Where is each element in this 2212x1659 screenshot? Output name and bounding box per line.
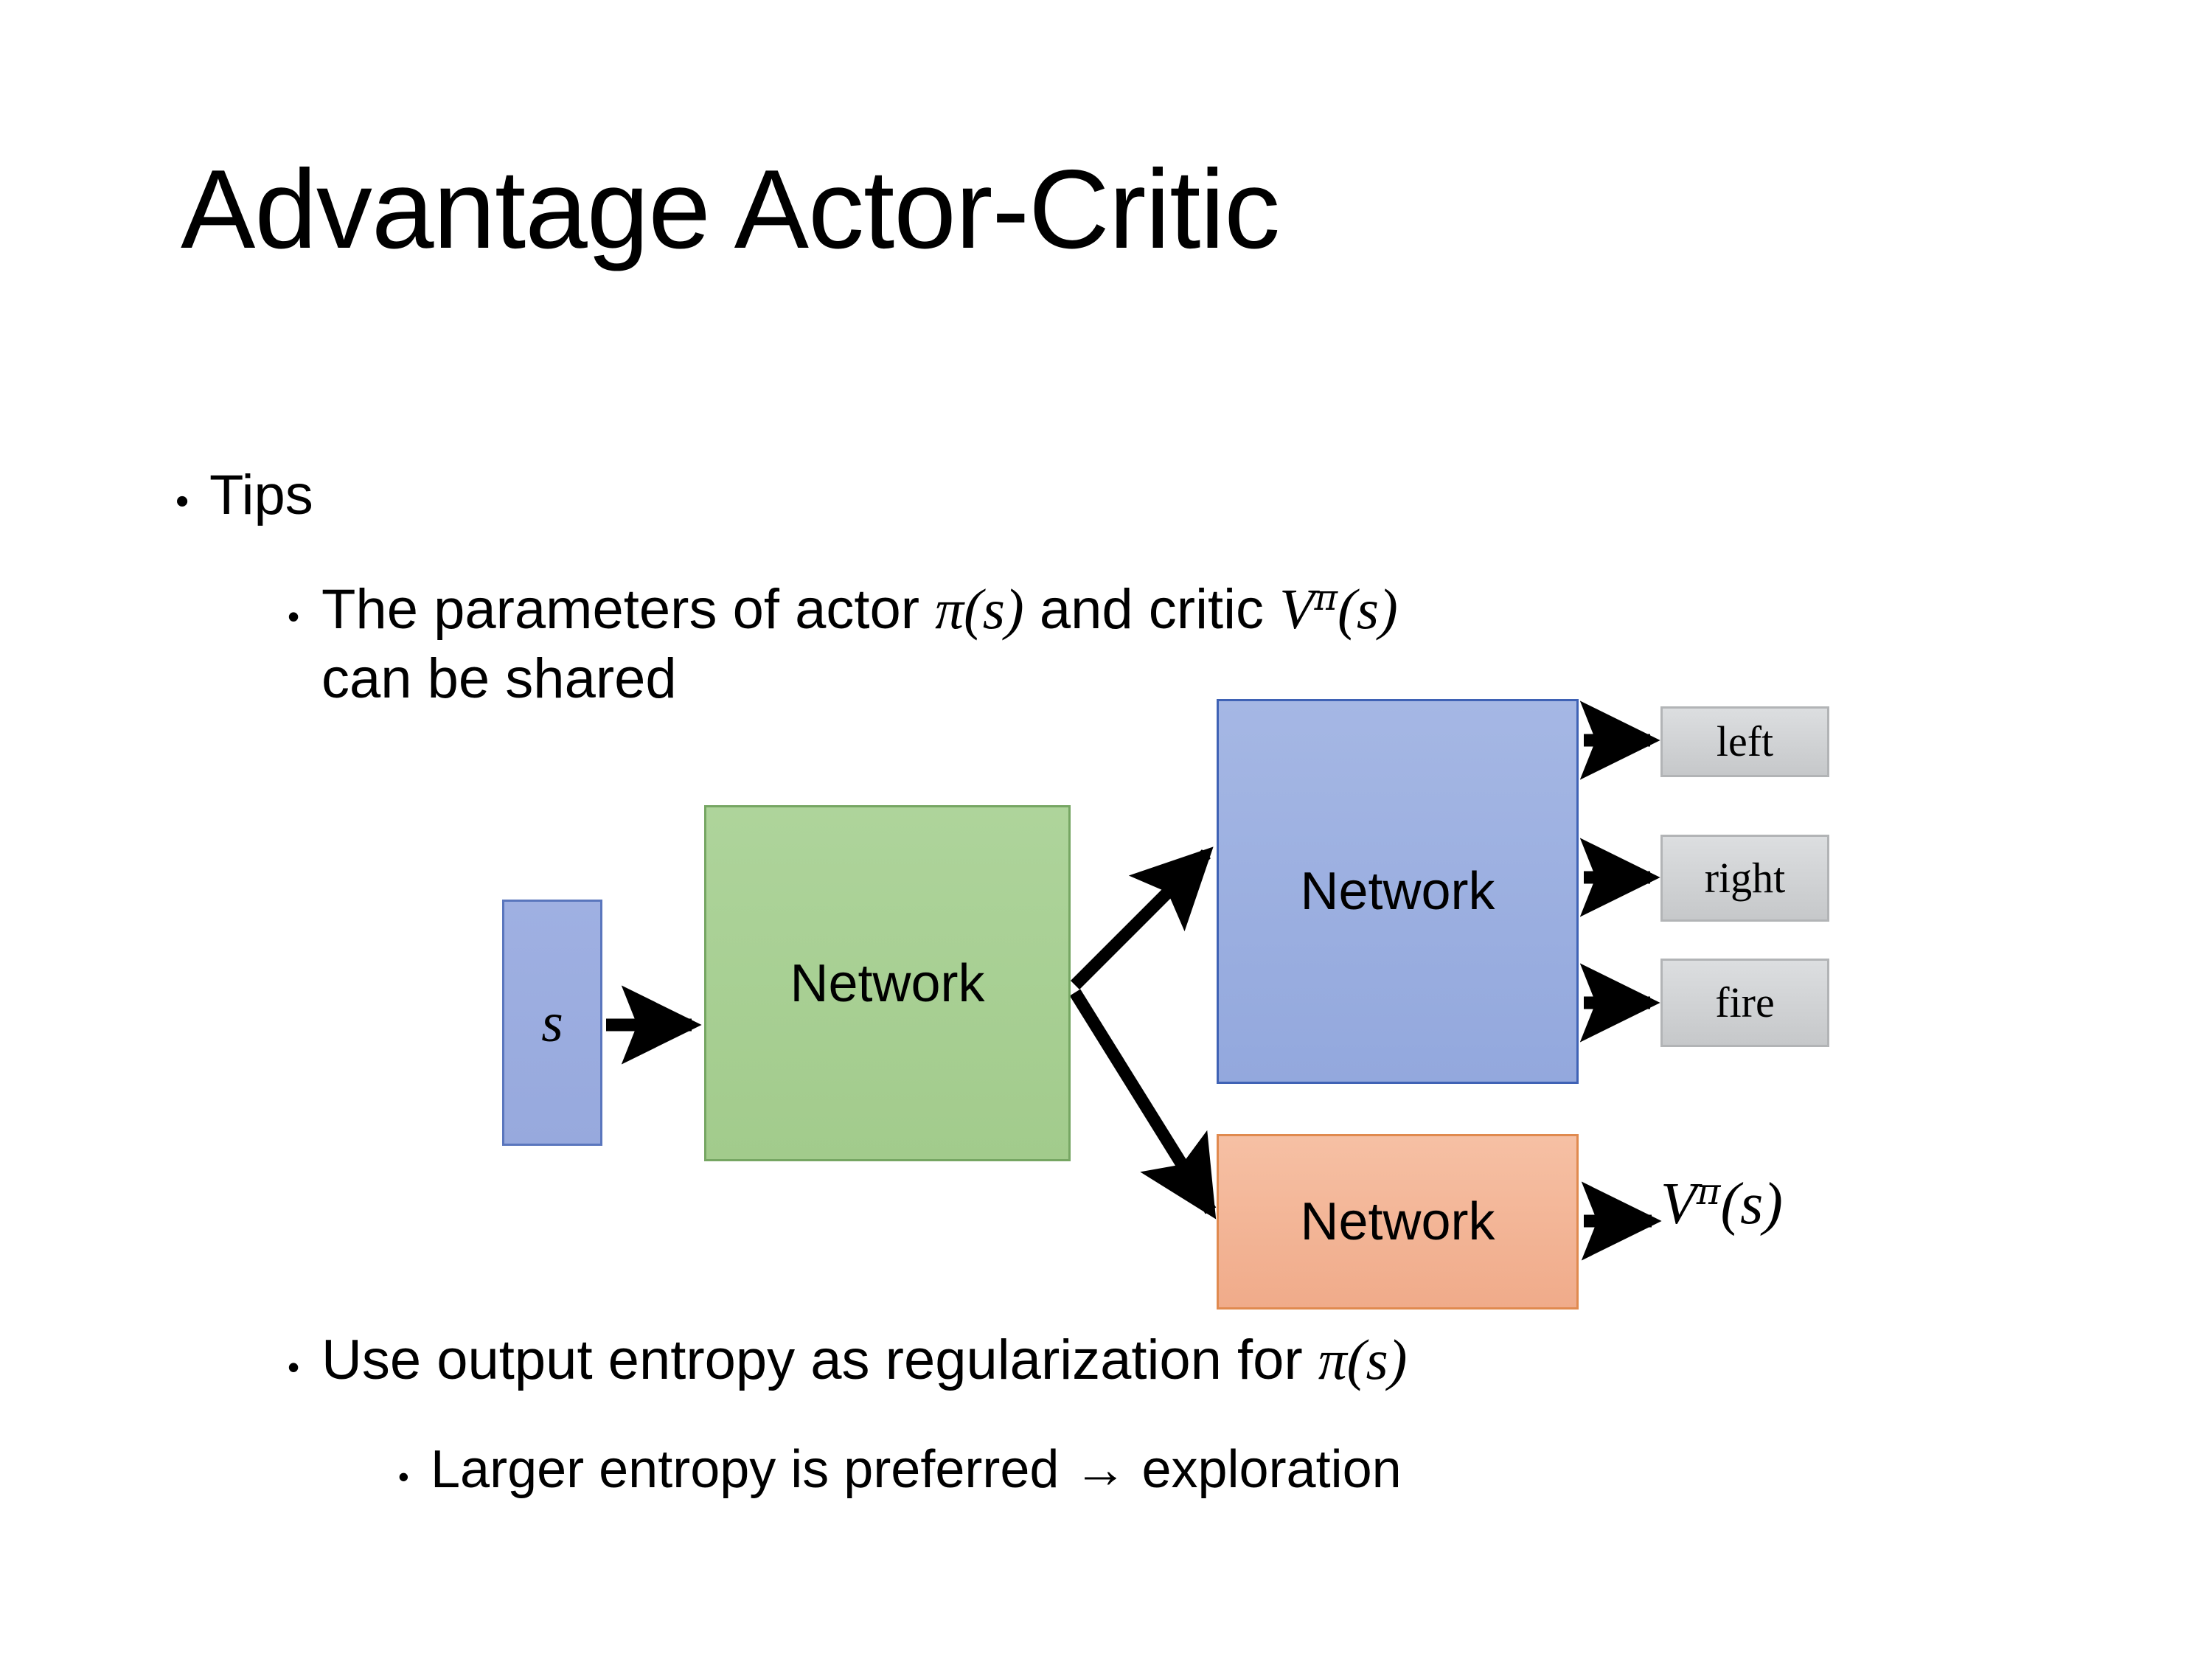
critic-v-symbol: Vπ(s): [1279, 577, 1398, 641]
critic-network-box[interactable]: Network: [1217, 1134, 1579, 1310]
action-output-right[interactable]: right: [1660, 835, 1829, 922]
bullet-larger-entropy: • Larger entropy is preferred → explorat…: [398, 1439, 1402, 1500]
bullet-tips-label: Tips: [209, 464, 313, 526]
policy-pi-symbol: π(s): [1318, 1328, 1408, 1391]
action-output-label: right: [1704, 854, 1786, 902]
bullet-marker: •: [175, 480, 189, 523]
bullet-marker: •: [398, 1459, 409, 1494]
bullet-larger-entropy-label: Larger entropy is preferred → exploratio…: [431, 1440, 1402, 1499]
params-prefix-text: The parameters of actor: [321, 578, 936, 641]
actor-network-label: Network: [1300, 862, 1495, 921]
bullet-tips: • Tips: [175, 463, 313, 527]
state-input-label: s: [541, 992, 563, 1054]
bullet-entropy-label: Use output entropy as regularization for…: [321, 1327, 1407, 1393]
actor-network-box[interactable]: Network: [1217, 699, 1579, 1084]
value-output-superscript: π: [1696, 1170, 1721, 1213]
value-output-base: V: [1660, 1171, 1697, 1237]
page-title: Advantage Actor-Critic: [181, 147, 1280, 272]
action-output-label: left: [1716, 717, 1774, 765]
entropy-prefix-text: Use output entropy as regularization for: [321, 1329, 1318, 1391]
critic-network-label: Network: [1300, 1192, 1495, 1251]
bullet-shared-parameters-label: The parameters of actor π(s) and critic …: [321, 574, 1398, 714]
critic-v-base: V: [1279, 577, 1315, 641]
critic-v-superscript: π: [1314, 577, 1338, 619]
shared-network-box[interactable]: Network: [704, 805, 1071, 1161]
value-function-output: Vπ(s): [1660, 1171, 1783, 1237]
params-line2-text: can be shared: [321, 647, 677, 711]
bullet-marker: •: [288, 1348, 300, 1386]
bullet-shared-parameters: • The parameters of actor π(s) and criti…: [288, 574, 2057, 714]
bullet-marker: •: [288, 597, 300, 636]
action-output-fire[interactable]: fire: [1660, 959, 1829, 1047]
shared-network-label: Network: [790, 953, 985, 1013]
state-input-box[interactable]: s: [502, 900, 602, 1146]
actor-pi-symbol: π(s): [935, 577, 1024, 641]
arrow-shared-to-actor: [1070, 846, 1214, 990]
bullet-entropy-regularization: • Use output entropy as regularization f…: [288, 1327, 1407, 1393]
value-output-argument: (s): [1720, 1171, 1783, 1237]
action-output-left[interactable]: left: [1660, 706, 1829, 777]
params-middle-text: and critic: [1023, 578, 1280, 641]
arrow-shared-to-critic: [1069, 989, 1217, 1220]
action-output-label: fire: [1715, 978, 1775, 1026]
critic-v-argument: (s): [1338, 577, 1398, 641]
